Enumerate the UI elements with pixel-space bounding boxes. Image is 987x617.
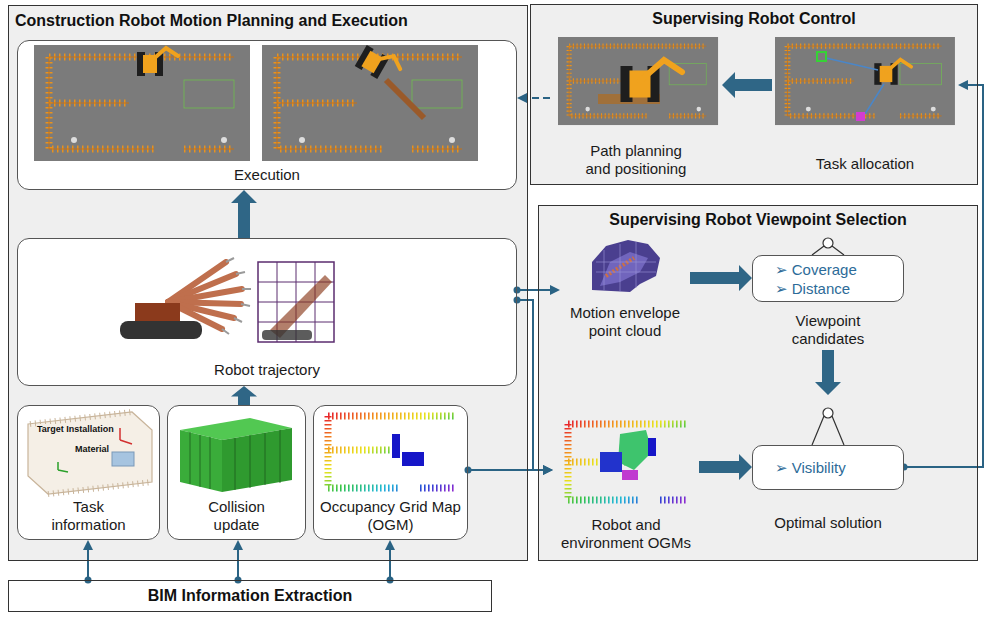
box-ground	[17, 405, 160, 540]
box-ground	[17, 238, 517, 386]
connector-line	[389, 550, 391, 580]
arrowhead	[958, 80, 968, 90]
connector	[514, 297, 554, 476]
connector-line	[237, 550, 239, 580]
group-panel: Construction Robot Motion Planning and E…	[8, 5, 528, 561]
node-label: Task information	[41, 498, 136, 534]
figure-node: Robot and environment OGMs	[553, 412, 699, 552]
criteria-box: ➢ VisibilityOptimal solution	[752, 395, 904, 535]
connector-dot	[514, 287, 521, 294]
connector	[514, 285, 561, 295]
box-ground	[313, 405, 468, 540]
connector	[722, 72, 772, 98]
execution-screenshot	[34, 42, 478, 161]
connector-dot	[514, 297, 521, 304]
node-label: Motion envelope point cloud	[565, 304, 685, 340]
block-arrow	[699, 454, 752, 480]
node-label: Viewpoint candidates	[778, 312, 878, 348]
criterion-text: ➢ Distance	[775, 279, 850, 298]
node-label: Occupancy Grid Map (OGM)	[317, 498, 465, 534]
connector	[901, 80, 984, 471]
path-planning-screenshot	[558, 37, 718, 125]
figure-node: Task allocation	[772, 35, 958, 173]
connector	[231, 386, 257, 405]
block-arrow	[231, 190, 257, 238]
room-model	[28, 412, 152, 494]
block-arrow	[690, 265, 752, 291]
arrowhead	[543, 465, 553, 475]
connector	[690, 265, 752, 291]
connector	[699, 454, 752, 480]
figure-label: Target Installation	[36, 424, 115, 434]
connector	[83, 540, 93, 584]
input-box: Occupancy Grid Map (OGM)	[313, 405, 468, 540]
arrowhead	[550, 285, 560, 295]
collision-model	[180, 418, 292, 492]
panel-title: Construction Robot Motion Planning and E…	[15, 12, 408, 30]
node-label: Task allocation	[816, 155, 914, 173]
panel-title: Supervising Robot Viewpoint Selection	[609, 211, 907, 229]
connector-line	[517, 300, 543, 470]
node-label: Collision update	[189, 498, 284, 534]
connector	[385, 540, 395, 584]
connector-line	[904, 85, 983, 467]
occupancy-grid-map	[328, 416, 455, 488]
box-ground	[17, 40, 517, 190]
panel-ground	[530, 4, 978, 185]
node-label: Execution	[234, 166, 300, 184]
connector-dot	[465, 467, 472, 474]
criteria-box: ➢ Coverage➢ DistanceViewpoint candidates	[752, 255, 904, 350]
panel-ground	[8, 5, 528, 561]
arrowhead	[83, 540, 93, 550]
node-label: Robot trajectory	[214, 361, 320, 379]
group-panel: Supervising Robot Viewpoint SelectionMot…	[538, 205, 978, 561]
node-label: BIM Information Extraction	[148, 587, 352, 605]
arrowhead	[385, 540, 395, 550]
arrowhead	[543, 465, 553, 475]
criterion-text: ➢ Coverage	[775, 260, 857, 279]
arrowhead	[233, 540, 243, 550]
connector-line	[517, 289, 550, 291]
box-ground	[167, 405, 306, 540]
figure-label: Material	[74, 444, 110, 454]
figure-node: Motion envelope point cloud	[560, 236, 690, 340]
block-arrow	[231, 386, 257, 405]
source-box: BIM Information Extraction	[8, 580, 492, 612]
connector	[233, 540, 243, 584]
criterion-box: ➢ Visibility	[752, 445, 904, 490]
group-panel: Supervising Robot ControlPath planning a…	[530, 4, 978, 185]
panel-ground	[538, 205, 978, 561]
panel-title: Supervising Robot Control	[652, 10, 856, 28]
criterion-text: ➢ Visibility	[775, 458, 846, 477]
criterion-box: ➢ Coverage➢ Distance	[752, 255, 904, 302]
connector	[465, 465, 554, 475]
figure-node: Path planning and positioning	[550, 35, 722, 178]
robot-occupancy-grid-map	[568, 424, 686, 500]
connector	[231, 190, 257, 238]
process-box: Robot trajectory	[17, 238, 517, 386]
connector	[815, 350, 841, 395]
node-label: Path planning and positioning	[576, 142, 696, 178]
connector-line	[468, 469, 543, 471]
block-arrow	[815, 350, 841, 395]
connector	[517, 93, 550, 103]
point-cloud	[592, 240, 660, 292]
robot-trajectory-figure	[120, 258, 334, 342]
input-box: Collision update	[167, 405, 306, 540]
node-label: Optimal solution	[774, 514, 882, 532]
arrowhead	[517, 93, 527, 103]
box-ground	[8, 580, 492, 612]
node-label: Robot and environment OGMs	[556, 516, 696, 552]
connector-line	[87, 550, 89, 580]
process-box: Execution	[17, 40, 517, 190]
block-arrow	[722, 72, 772, 98]
task-allocation-screenshot	[775, 37, 955, 125]
